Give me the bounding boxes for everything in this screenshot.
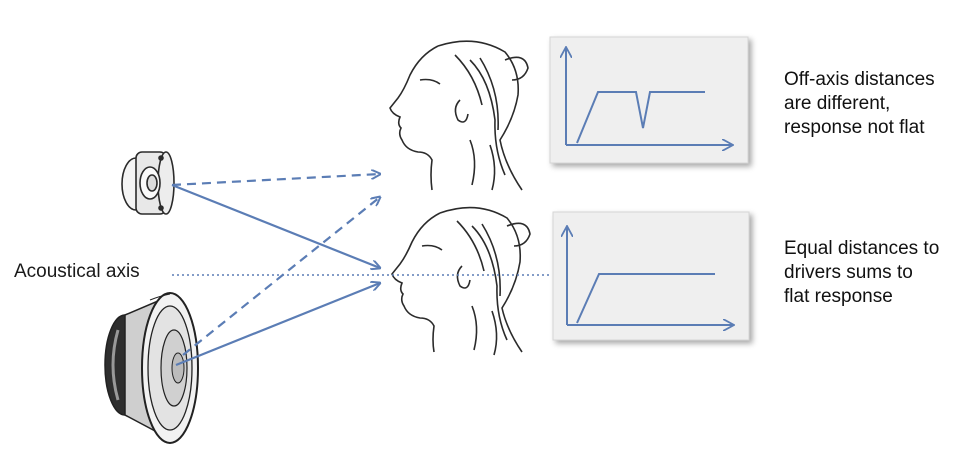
off-axis-note-line-1: Off-axis distances — [784, 69, 935, 90]
off-axis-note: Off-axis distances are different, respon… — [784, 68, 935, 140]
on-axis-note: Equal distances to drivers sums to flat … — [784, 237, 939, 309]
on-axis-note-line-3: flat response — [784, 286, 893, 307]
woofer-to-bottom-head-path — [175, 283, 380, 367]
off-axis-note-line-2: are different, — [784, 93, 891, 114]
listener-head-top — [389, 40, 529, 191]
tweeter-speaker-icon — [121, 151, 175, 215]
on-axis-response-curve — [576, 273, 715, 324]
on-axis-response-graph — [567, 227, 733, 325]
on-axis-note-line-1: Equal distances to — [784, 238, 940, 259]
tweeter-to-bottom-head-path — [171, 183, 380, 268]
sound-paths — [171, 174, 380, 367]
off-axis-response-graph — [566, 48, 732, 145]
tweeter-to-top-head-path — [171, 174, 380, 187]
woofer-to-top-head-path — [182, 197, 380, 356]
woofer-speaker-icon — [104, 292, 199, 444]
on-axis-note-line-2: drivers sums to — [784, 262, 913, 283]
off-axis-response-curve — [576, 91, 705, 144]
listener-head-bottom — [391, 206, 531, 356]
off-axis-note-line-3: response not flat — [784, 117, 925, 138]
response-panel-on-axis — [552, 211, 750, 341]
acoustical-axis-label: Acoustical axis — [14, 261, 140, 282]
